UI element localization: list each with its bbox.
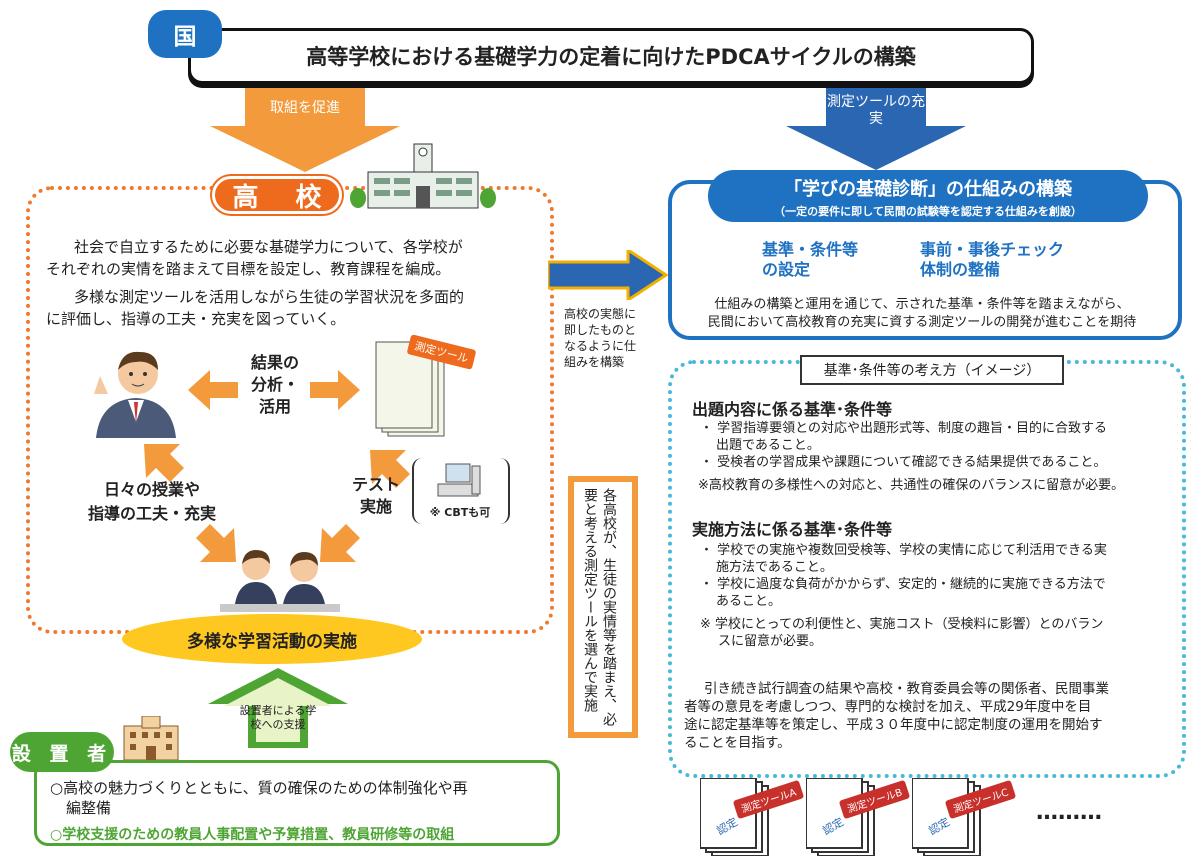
test-label: テスト 実施 [351, 475, 400, 516]
computer-icon [437, 463, 481, 497]
cbt-note: ※ CBTも可 [429, 506, 491, 519]
cbt-box [412, 458, 510, 524]
analysis-label: 結果の 分析・ 活用 [250, 353, 299, 416]
arrow-down-right-icon [196, 524, 236, 562]
setter-support-arrow [208, 668, 348, 748]
teacher-icon [94, 351, 176, 438]
board-building-icon [123, 716, 179, 761]
criteria-label: 基準・条件等 の設定 [762, 240, 859, 279]
arrow-right-icon [310, 370, 360, 410]
arrow-up-left-icon-2 [370, 450, 410, 488]
daily-class-label: 日々の授業や 指導の工夫・充実 [87, 480, 216, 523]
manabi-description: 仕組みの構築と運用を通じて、示された基準・条件等を踏まえながら、 民間において高… [707, 297, 1137, 330]
section-method-body: ・ 学校での実施や複数回受検等、学校の実情に応じて利活用できる実 施方法であるこ… [700, 543, 1107, 649]
hs-description: 社会で自立するために必要な基礎学力について、各学校が それぞれの実情を踏まえて目… [46, 238, 465, 328]
school-building-icon [350, 143, 496, 209]
arrow-down-left-icon [320, 524, 360, 562]
manabi-header: 「学びの基礎診断」の仕組みの構築 （一定の要件に即して民間の試験等を認定する仕組… [708, 170, 1148, 222]
vertical-note-box: 各高校が、生徒の実情等を踏まえ、必要と考える測定ツールを選んで実施 [568, 476, 638, 738]
check-system-label: 事前・事後チェック 体制の整備 [920, 240, 1065, 279]
criteria-tag: 基準･条件等の考え方（イメージ） [800, 355, 1064, 385]
tools-arrow-label: 測定ツールの充実 [827, 94, 925, 127]
setter-support-label: 設置者による学 校への支援 [239, 704, 317, 731]
setter-badge: 設 置 者 [10, 732, 114, 772]
kuni-badge: 国 [148, 10, 222, 58]
test-documents-icon [375, 341, 445, 437]
section-content-title: 出題内容に係る基準･条件等 [692, 400, 893, 419]
section-method-title: 実施方法に係る基準･条件等 [692, 520, 893, 539]
activity-ellipse: 多様な学習活動の実施 [122, 614, 422, 664]
blue-arrow-right [548, 250, 668, 300]
promote-arrow [210, 86, 400, 172]
high-school-badge: 高 校 [212, 176, 342, 214]
arrow-up-left-icon [144, 444, 184, 482]
promote-arrow-label: 取組を促進 [270, 100, 340, 116]
students-icon [220, 550, 340, 612]
closing-text: 引き続き試行調査の結果や高校・教育委員会等の関係者、民間事業 者等の意見を考慮し… [684, 681, 1109, 751]
setter-box [34, 760, 560, 846]
page-title: 高等学校における基礎学力の定着に向けたPDCAサイクルの構築 [188, 28, 1034, 84]
setter-text: ○高校の魅力づくりとともに、質の確保のための体制強化や再 編整備 ○学校支援のた… [50, 779, 468, 843]
vertical-note-text: 各高校が、生徒の実情等を踏まえ、必要と考える測定ツールを選んで実施 [582, 488, 617, 726]
arrow-left-icon [188, 370, 238, 410]
school-fit-note: 高校の実態に 即したものと なるように仕 組みを構築 [564, 307, 637, 369]
more-dots: ……… [1036, 800, 1102, 825]
tools-arrow [786, 86, 966, 170]
section-content-body: ・ 学習指導要領との対応や出題形式等、制度の趣旨・目的に合致する 出題であること… [698, 421, 1125, 493]
